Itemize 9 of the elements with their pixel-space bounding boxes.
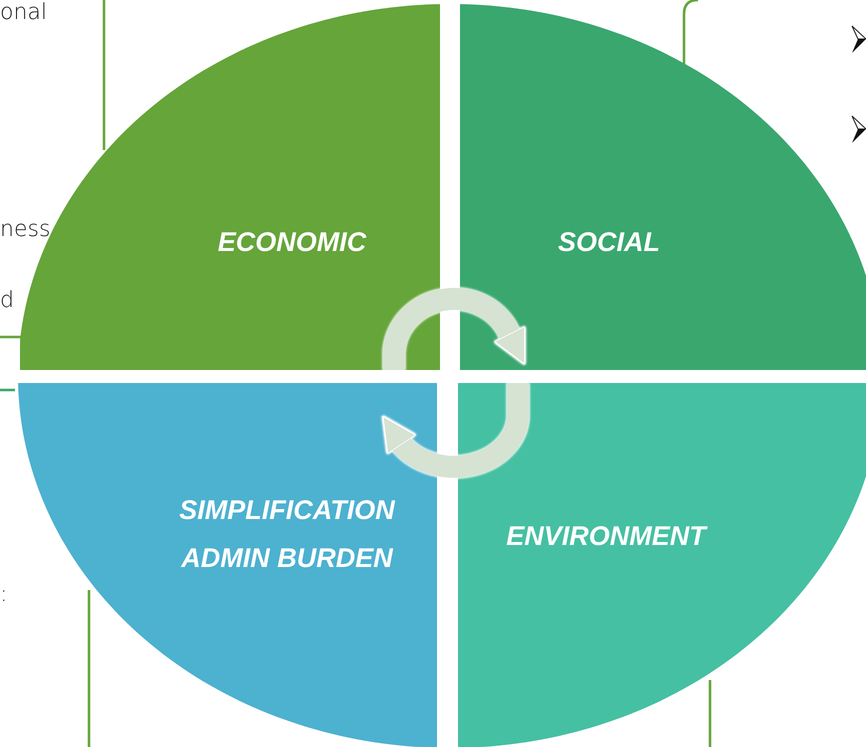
quadrant-label: ENVIRONMENT	[506, 520, 706, 553]
quadrant-label: SOCIAL	[558, 226, 660, 259]
quadrant-label: SIMPLIFICATION ADMIN BURDEN	[178, 494, 396, 575]
quadrant-label: ECONOMIC	[218, 226, 366, 259]
fragment-text: ness	[0, 219, 50, 241]
curved-arrow	[382, 383, 529, 478]
fragment-text: onal	[0, 2, 47, 24]
fragment-text: :	[0, 584, 8, 606]
fragment-text: d	[0, 290, 14, 312]
